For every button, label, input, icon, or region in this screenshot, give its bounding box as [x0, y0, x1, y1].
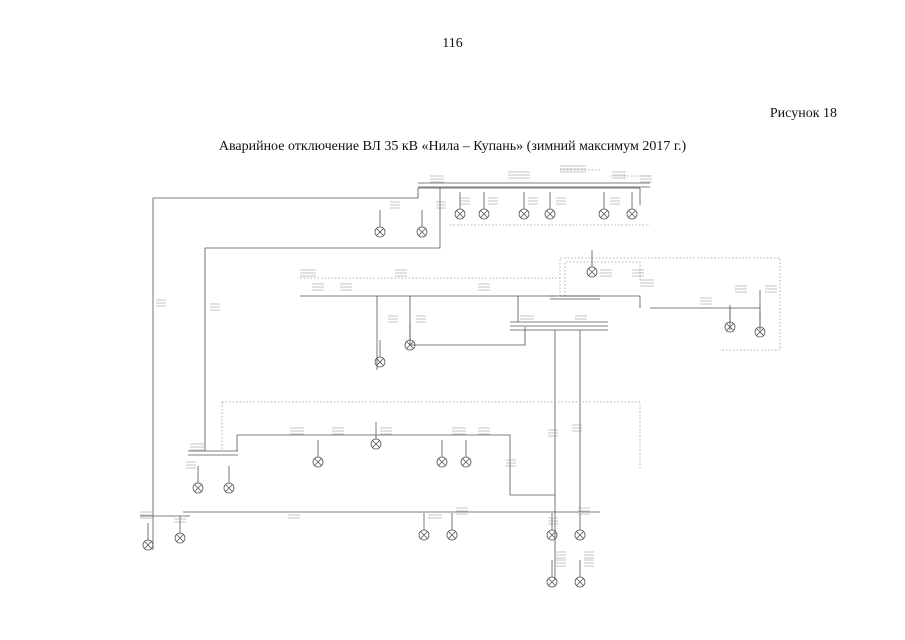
generator-icon: [586, 250, 598, 278]
annotation-mark: [140, 511, 152, 519]
annotation-mark: [460, 197, 470, 205]
annotation-mark: [548, 429, 558, 437]
annotation-mark: [288, 511, 300, 519]
generator-icon: [546, 560, 558, 588]
generator-icon: [174, 516, 186, 544]
annotation-mark: [528, 197, 538, 205]
annotation-mark: [584, 551, 594, 559]
annotation-mark: [388, 315, 398, 323]
annotation-marks: [140, 165, 777, 567]
annotation-mark: [210, 303, 220, 311]
annotation-mark: [520, 315, 534, 323]
generator-icon: [374, 210, 386, 238]
generator-icon: [416, 210, 428, 238]
annotation-mark: [640, 279, 654, 287]
annotation-mark: [452, 427, 466, 435]
annotation-mark: [700, 297, 712, 305]
generator-icon: [574, 560, 586, 588]
generator-icon: [518, 192, 530, 220]
annotation-mark: [416, 315, 426, 323]
figure-label: Рисунок 18: [769, 106, 837, 121]
annotation-mark: [312, 283, 324, 291]
annotation-mark: [640, 175, 652, 183]
generator-icon: [724, 305, 736, 333]
annotation-mark: [548, 517, 558, 525]
annotation-mark: [156, 299, 166, 307]
annotation-mark: [765, 285, 777, 293]
annotation-mark: [584, 559, 594, 567]
generator-icons: [142, 192, 766, 588]
annotation-mark: [332, 427, 344, 435]
feeder-line: [152, 188, 419, 521]
annotation-mark: [390, 201, 400, 209]
dotted-link: [222, 401, 641, 470]
annotation-mark: [575, 315, 587, 323]
annotation-mark: [600, 269, 612, 277]
annotation-mark: [572, 424, 582, 432]
generator-icon: [546, 513, 558, 541]
annotation-mark: [612, 171, 626, 179]
dotted-link: [559, 257, 781, 351]
annotation-mark: [488, 197, 498, 205]
annotation-mark: [380, 427, 392, 435]
annotation-mark: [340, 283, 352, 291]
generator-icon: [370, 422, 382, 450]
annotation-mark: [578, 507, 590, 515]
annotation-mark: [556, 559, 566, 567]
annotation-mark: [456, 507, 468, 515]
generator-icon: [446, 513, 458, 541]
annotation-mark: [395, 269, 407, 277]
generator-icon: [223, 466, 235, 494]
generator-icon: [460, 440, 472, 468]
generator-icon: [312, 440, 324, 468]
dotted-links: [221, 169, 781, 470]
generator-icon: [478, 192, 490, 220]
generator-icon: [404, 323, 416, 351]
generator-icon: [374, 340, 386, 368]
annotation-mark: [508, 171, 530, 179]
annotation-mark: [300, 269, 316, 277]
annotation-mark: [186, 461, 196, 469]
figure-caption: Аварийное отключение ВЛ 35 кВ «Нила – Ку…: [218, 139, 687, 154]
feeder-line: [204, 188, 441, 451]
generator-icon: [418, 513, 430, 541]
generator-icon: [192, 466, 204, 494]
annotation-mark: [556, 197, 566, 205]
annotation-mark: [428, 511, 442, 519]
page-number: 116: [442, 36, 463, 51]
annotation-mark: [735, 285, 747, 293]
annotation-mark: [506, 459, 516, 467]
annotation-mark: [290, 427, 304, 435]
annotation-mark: [478, 427, 490, 435]
annotation-mark: [174, 515, 186, 523]
annotation-mark: [190, 443, 204, 451]
generator-icon: [754, 310, 766, 338]
annotation-mark: [430, 175, 444, 183]
annotation-mark: [632, 269, 644, 277]
generator-icon: [626, 192, 638, 220]
annotation-mark: [610, 197, 620, 205]
annotation-mark: [556, 551, 566, 559]
generator-icon: [454, 192, 466, 220]
network-lines: [152, 187, 761, 580]
generator-icon: [598, 192, 610, 220]
busbars: [140, 182, 650, 517]
annotation-mark: [560, 165, 586, 173]
feeder-line: [560, 295, 641, 308]
generator-icon: [544, 192, 556, 220]
annotation-mark: [478, 283, 490, 291]
generator-icon: [142, 523, 154, 551]
annotation-mark: [436, 201, 446, 209]
feeder-line: [237, 434, 556, 580]
dotted-link: [564, 261, 641, 296]
generator-icon: [574, 513, 586, 541]
generator-icon: [436, 440, 448, 468]
feeder-line: [409, 296, 526, 346]
